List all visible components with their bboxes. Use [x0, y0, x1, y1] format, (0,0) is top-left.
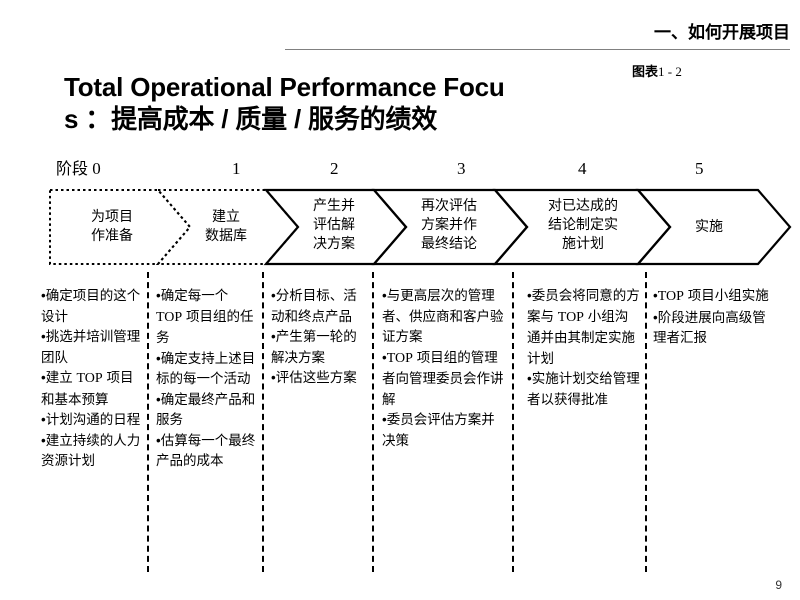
bullet-dot-icon: •: [41, 432, 46, 448]
section-title: 一、如何开展项目: [654, 23, 790, 42]
bullet-dot-icon: •: [41, 370, 46, 385]
detail-column-1: •确定每一个 TOP 项目组的任务 •确定支持上述目标的每一个活动 •确定最终产品和…: [156, 286, 258, 472]
bullet-latin-text: TOP: [156, 309, 183, 325]
figure-label-number: 1 - 2: [658, 64, 682, 79]
bullet-latin-text: TOP: [557, 309, 584, 325]
bullet-item: •计划沟通的日程: [41, 412, 141, 427]
stage-label-2: 2: [330, 159, 339, 178]
chevron-label-2: 产生并 评估解 决方案: [313, 197, 355, 251]
column-divider-5: [645, 272, 647, 572]
stage-number-0: 0: [92, 159, 101, 178]
bullet-dot-icon: •: [653, 288, 658, 303]
bullet-latin-text: TOP: [76, 371, 103, 386]
bullet-dot-icon: •: [156, 288, 161, 303]
bullet-item: •TOP 项目组的管理者向管理委员会作讲解: [382, 349, 504, 407]
bullet-item: •TOP 项目小组实施: [653, 288, 769, 304]
detail-column-2: •分析目标、活动和终点产品 •产生第一轮的解决方案 •评估这些方案: [271, 286, 369, 389]
detail-columns: •确定项目的这个设计 •挑选并培训管理团队 •建立 TOP 项目和基本预算 •计划沟通…: [0, 272, 800, 582]
stage-label-1: 1: [232, 159, 241, 178]
bullet-item: •产生第一轮的解决方案: [271, 329, 357, 365]
bullet-dot-icon: •: [156, 391, 161, 407]
header-divider-rule: [285, 49, 790, 50]
bullet-dot-icon: •: [271, 370, 276, 385]
page-title-line1: Total Operational Performance Focu: [64, 72, 505, 102]
bullet-latin-text: TOP: [386, 350, 413, 366]
column-divider-4: [512, 272, 514, 572]
stage-label-3: 3: [457, 159, 466, 178]
stage-prefix: 阶段: [56, 161, 89, 178]
chevron-shapes: [49, 188, 792, 266]
bullet-item: •评估这些方案: [271, 370, 357, 385]
page-title: Total Operational Performance Focu s ：提高…: [64, 71, 624, 135]
bullet-item: •确定支持上述目标的每一个活动: [156, 350, 256, 387]
bullet-item: •与更高层次的管理者、供应商和客户验证方案: [382, 288, 504, 344]
bullet-dot-icon: •: [41, 288, 46, 303]
bullet-item: •委员会评估方案并决策: [382, 412, 495, 448]
chevron-label-3: 再次评估 方案并作 最终结论: [421, 197, 477, 251]
detail-column-5: •TOP 项目小组实施 •阶段进展向高级管理者汇报: [653, 286, 779, 349]
bullet-dot-icon: •: [527, 371, 532, 386]
stage-number-row: 阶段 0 1 2 3 4 5: [0, 158, 800, 184]
bullet-dot-icon: •: [653, 309, 658, 325]
figure-label-prefix: 图表: [632, 64, 659, 79]
detail-column-3: •与更高层次的管理者、供应商和客户验证方案•TOP 项目组的管理者向管理委员会作…: [382, 286, 508, 451]
column-divider-2: [262, 272, 264, 572]
bullet-item: •分析目标、活动和终点产品: [271, 288, 357, 324]
chevron-label-1: 建立 数据库: [205, 208, 247, 243]
header-band: 一、如何开展项目: [285, 22, 790, 52]
process-chevron-band: 为项目 作准备 建立 数据库 产生并 评估解 决方案 再次评估 方案并作 最终结…: [48, 188, 792, 268]
page-title-line2: s ：提高成本 / 质量 / 服务的绩效: [64, 104, 438, 134]
bullet-item: •挑选并培训管理团队: [41, 329, 141, 365]
bullet-item: •委员会将同意的方案与 TOP 小组沟通并由其制定实施计划: [527, 288, 640, 366]
column-divider-1: [147, 272, 149, 572]
bullet-dot-icon: •: [382, 288, 387, 303]
chevron-label-5: 实施: [695, 218, 723, 234]
bullet-dot-icon: •: [271, 288, 276, 303]
bullet-dot-icon: •: [527, 288, 532, 303]
chevron-label-4: 对已达成的 结论制定实 施计划: [548, 197, 618, 251]
bullet-item: •确定每一个 TOP 项目组的任务: [156, 288, 254, 345]
bullet-dot-icon: •: [156, 432, 161, 448]
bullet-dot-icon: •: [156, 350, 161, 366]
stage-label-5: 5: [695, 159, 704, 178]
bullet-item: •估算每一个最终产品的成本: [156, 432, 256, 469]
detail-column-4: •委员会将同意的方案与 TOP 小组沟通并由其制定实施计划 •实施计划交给管理者以…: [527, 286, 641, 410]
detail-column-0: •确定项目的这个设计 •挑选并培训管理团队 •建立 TOP 项目和基本预算 •计划沟通…: [41, 286, 143, 472]
bullet-item: •建立 TOP 项目和基本预算: [41, 370, 134, 407]
chevron-shape-5[interactable]: [635, 188, 792, 266]
stage-label-0: 阶段 0: [56, 158, 101, 181]
figure-label: 图表1 - 2: [632, 61, 682, 80]
chevron-label-0: 为项目 作准备: [91, 208, 133, 243]
bullet-dot-icon: •: [271, 329, 276, 344]
bullet-dot-icon: •: [41, 412, 46, 427]
bullet-item: •实施计划交给管理者以获得批准: [527, 371, 640, 407]
page-number: 9: [775, 578, 782, 592]
bullet-item: •建立持续的人力资源计划: [41, 432, 141, 469]
column-divider-3: [372, 272, 374, 572]
bullet-item: •确定最终产品和服务: [156, 391, 256, 428]
bullet-dot-icon: •: [382, 412, 387, 427]
bullet-dot-icon: •: [382, 349, 387, 365]
chevron-shape-0[interactable]: [49, 189, 192, 265]
stage-label-4: 4: [578, 159, 587, 178]
bullet-dot-icon: •: [41, 329, 46, 344]
bullet-item: •阶段进展向高级管理者汇报: [653, 309, 766, 346]
bullet-latin-text: TOP: [657, 289, 684, 304]
bullet-item: •确定项目的这个设计: [41, 288, 141, 324]
